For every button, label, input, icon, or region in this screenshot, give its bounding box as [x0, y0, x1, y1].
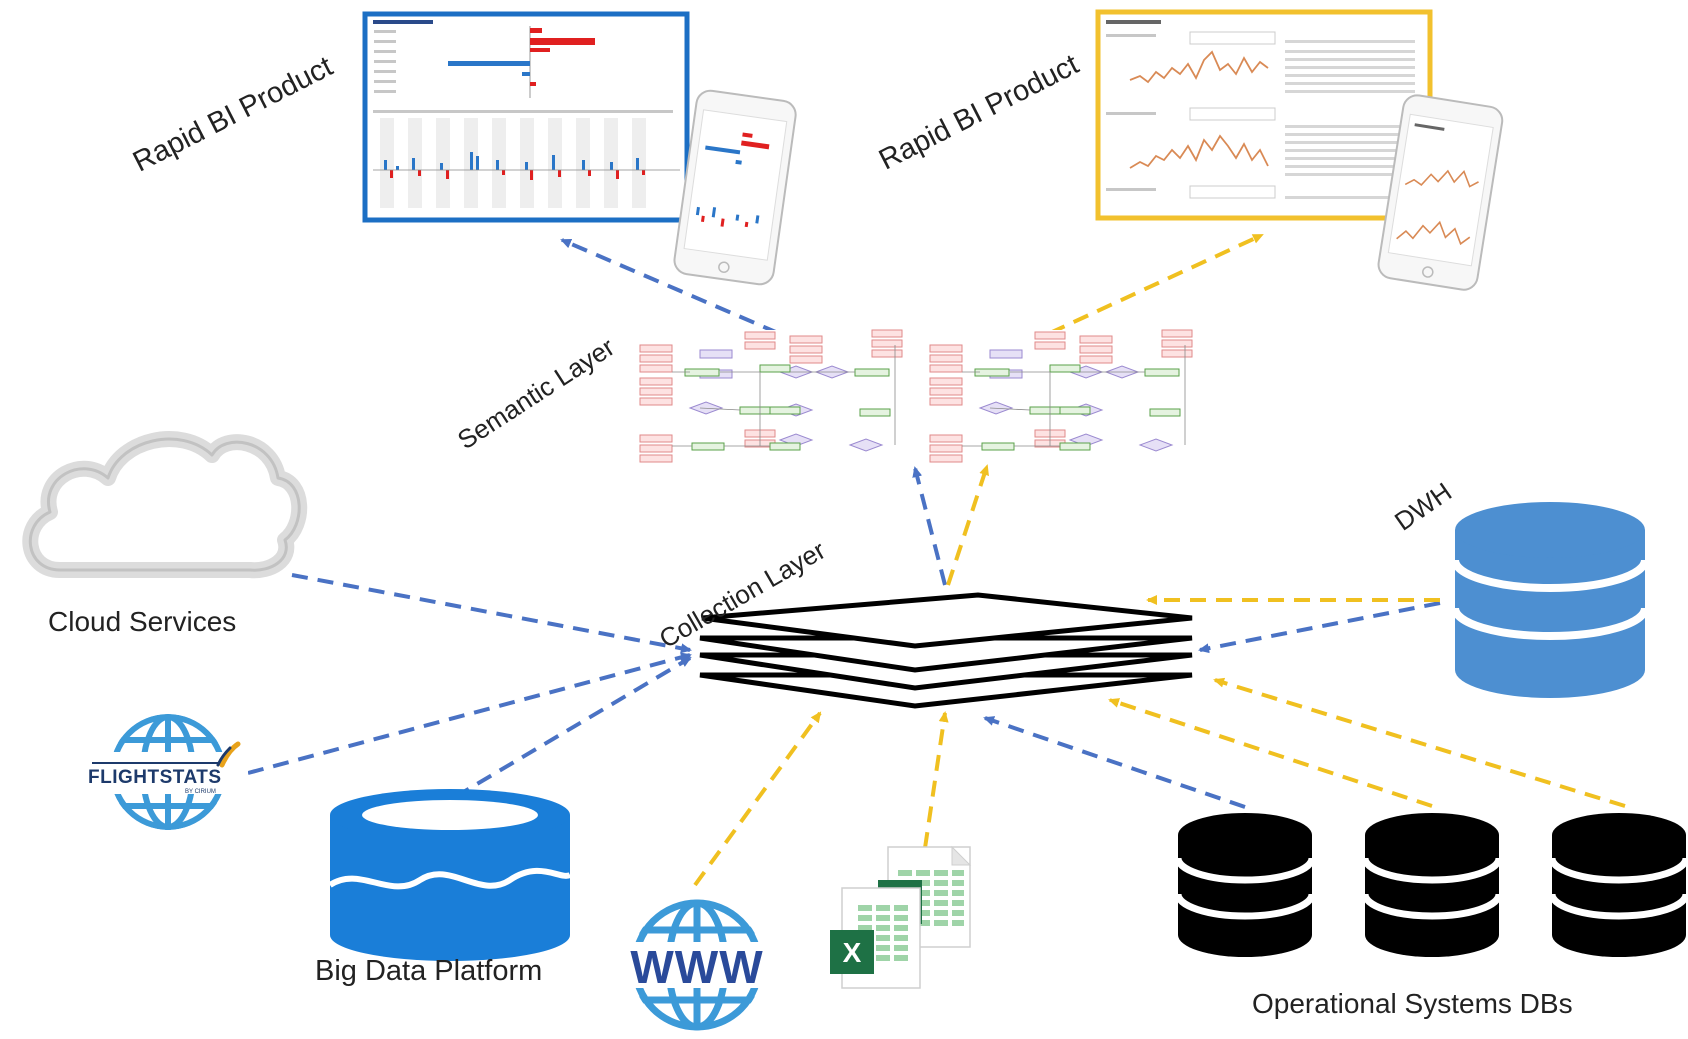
arrow-bigdata-to-collection	[453, 656, 692, 799]
excel-icon: X X	[830, 845, 972, 989]
arrow-dwh-to-collection-blue	[1198, 601, 1441, 654]
flightstats-subtext: BY CIRIUM	[185, 789, 216, 795]
flightstats-globe-icon	[88, 714, 248, 830]
arrow-semantic-to-bi-left	[560, 238, 779, 335]
er-diagram-left	[639, 329, 905, 463]
label-cloud-services: Cloud Services	[48, 606, 237, 637]
dashboard-left-thumbnail	[362, 11, 690, 223]
arrow-ops2-to-collection	[1108, 698, 1433, 808]
operational-database-icon	[1174, 813, 1316, 957]
dashboard-right-thumbnail	[1095, 9, 1433, 221]
www-globe-icon	[622, 899, 772, 1031]
arrow-collection-to-semantic-yellow	[946, 464, 989, 586]
www-wordmark: WWW	[630, 941, 764, 993]
big-data-lake-icon	[328, 789, 572, 961]
phone-icon	[673, 89, 797, 286]
excel-letter-front: X	[843, 937, 862, 968]
stacked-layers-icon	[699, 592, 1193, 709]
label-big-data-platform: Big Data Platform	[315, 955, 543, 987]
arrow-ops-to-collection-blue	[983, 716, 1246, 809]
label-operational-dbs: Operational Systems DBs	[1252, 988, 1573, 1019]
arrow-excel-to-collection	[923, 711, 949, 849]
dwh-database-icon	[1451, 502, 1649, 698]
operational-database-group	[1174, 813, 1686, 957]
er-diagram-icon	[639, 329, 1196, 463]
operational-database-icon	[1365, 813, 1499, 957]
arrow-flightstats-to-collection	[247, 652, 692, 775]
er-diagram-right	[929, 329, 1196, 463]
operational-database-icon	[1552, 813, 1686, 957]
arrow-collection-to-semantic-blue	[912, 466, 947, 586]
data-flow-arrows	[247, 233, 1626, 887]
arrow-ops3-to-collection	[1213, 677, 1626, 808]
arrow-www-to-collection	[693, 711, 822, 887]
flightstats-wordmark: FLIGHTSTATS	[88, 767, 222, 788]
arrow-cloud-to-collection	[291, 573, 692, 654]
phone-icon	[1377, 94, 1504, 291]
arrow-semantic-to-bi-right	[1049, 233, 1264, 335]
cloud-icon	[22, 431, 308, 579]
